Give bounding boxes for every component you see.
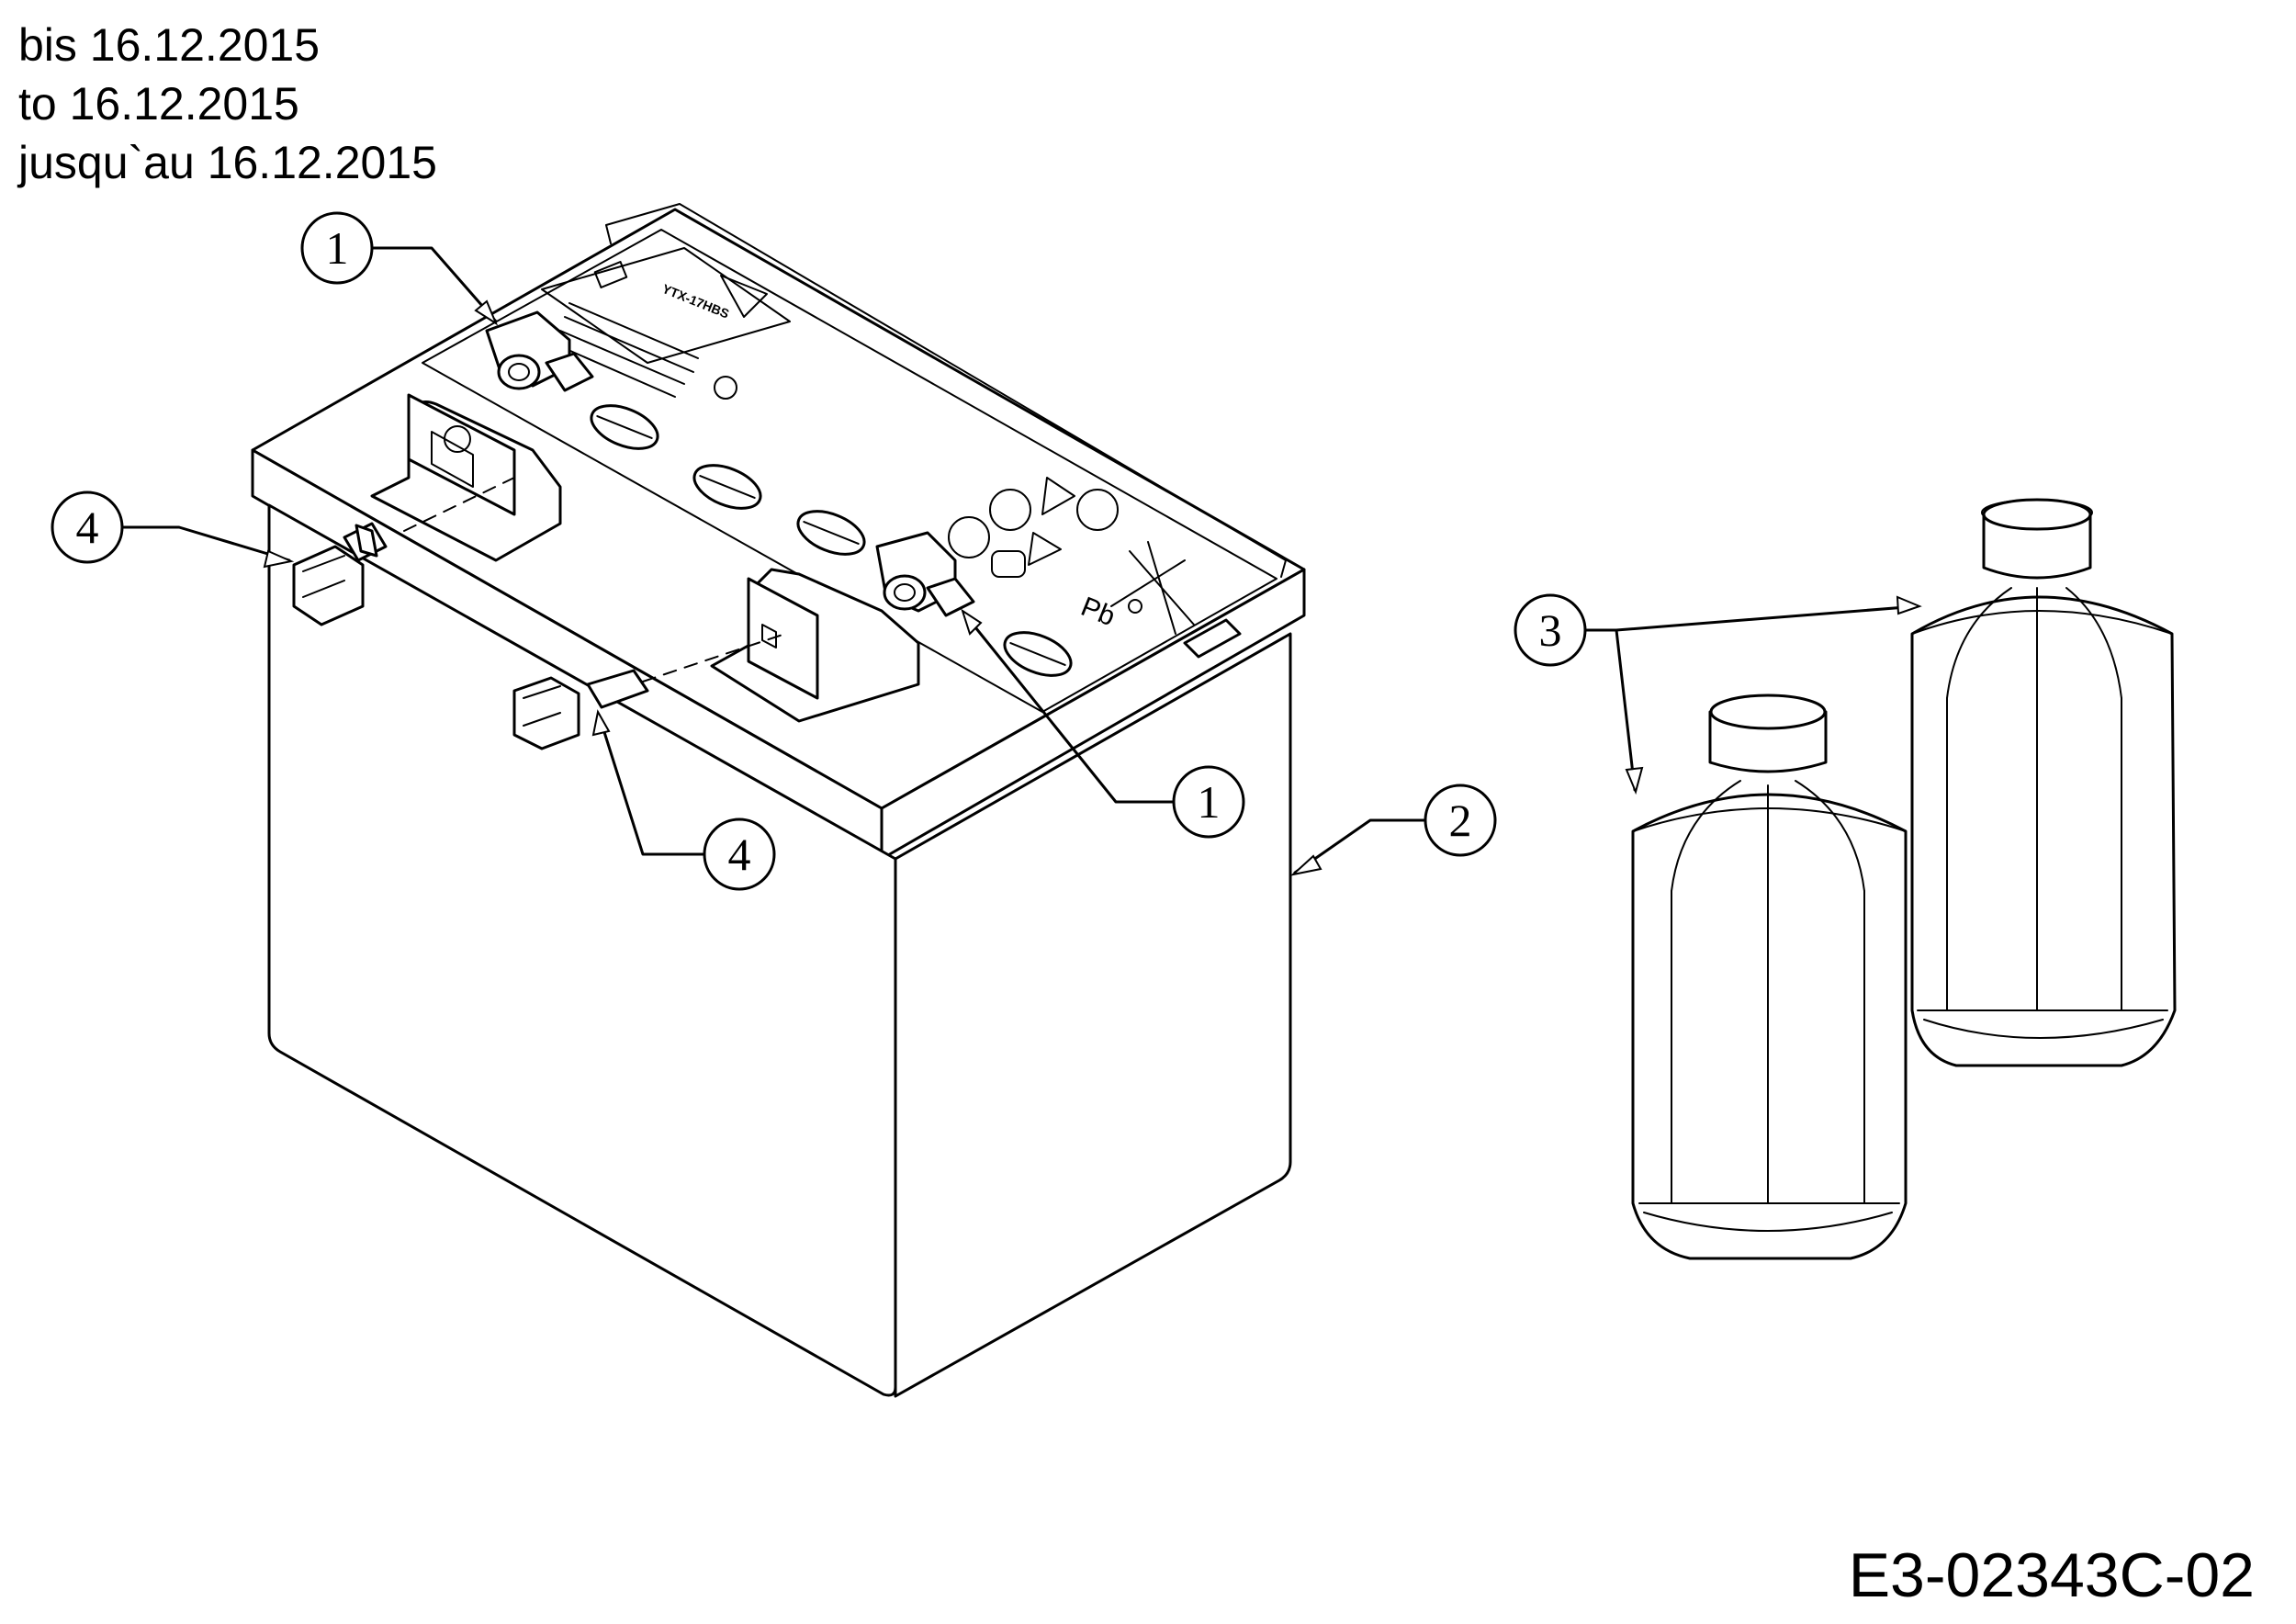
callout-terminal-cap-right: 1 xyxy=(961,608,1245,839)
no-children-icon xyxy=(1028,532,1062,566)
callout-4-left-label: 4 xyxy=(76,502,99,553)
acid-bottle-front xyxy=(1631,694,1908,1260)
callout-battery: 2 xyxy=(1289,784,1497,876)
battery-safety-icons xyxy=(948,477,1119,578)
battery-lid-ridge xyxy=(605,203,1287,578)
alignment-line xyxy=(642,633,786,682)
callout-bolt-bottom: 4 xyxy=(591,709,776,891)
header-line-de: bis 16.12.2015 xyxy=(18,19,320,71)
recycle-icon xyxy=(714,376,737,400)
eye-protection-icon xyxy=(989,489,1031,531)
battery-vent xyxy=(1183,618,1242,659)
battery: YTX-17HBS Pb xyxy=(251,203,1306,1398)
header-line-en: to 16.12.2015 xyxy=(18,78,299,130)
acid-bottle-back xyxy=(1910,498,2177,1067)
drawing-code: E3-02343C-02 xyxy=(1849,1540,2255,1610)
terminal-cap-right xyxy=(875,531,975,617)
callout-3-label: 3 xyxy=(1539,604,1562,656)
callout-2-label: 2 xyxy=(1449,795,1472,846)
no-fire-icon xyxy=(948,516,990,558)
battery-filler-caps xyxy=(590,404,1073,677)
callout-1-top-label: 1 xyxy=(326,222,349,274)
explosion-icon xyxy=(1041,477,1075,515)
bolt-bottom xyxy=(512,669,649,750)
battery-body-side xyxy=(894,632,1292,1398)
callout-bolt-left: 4 xyxy=(51,491,295,569)
terminal-cap-top xyxy=(485,310,594,392)
read-manual-icon xyxy=(991,550,1026,578)
terminal-right-housing xyxy=(710,568,920,723)
battery-label-inner xyxy=(541,247,791,364)
battery-label-text-lines xyxy=(555,302,699,398)
battery-icon xyxy=(593,261,628,288)
callout-terminal-cap-top: 1 xyxy=(300,211,499,326)
terminal-left-housing xyxy=(370,393,562,562)
callout-acid-bottles: 3 xyxy=(1514,593,1922,795)
bolt-left xyxy=(292,522,388,626)
callout-4-bottom-label: 4 xyxy=(728,829,751,880)
header-line-fr: jusqu`au 16.12.2015 xyxy=(17,137,437,188)
corrosive-icon xyxy=(1076,489,1119,531)
callout-1-right-label: 1 xyxy=(1198,776,1221,828)
warning-icon xyxy=(720,275,768,318)
